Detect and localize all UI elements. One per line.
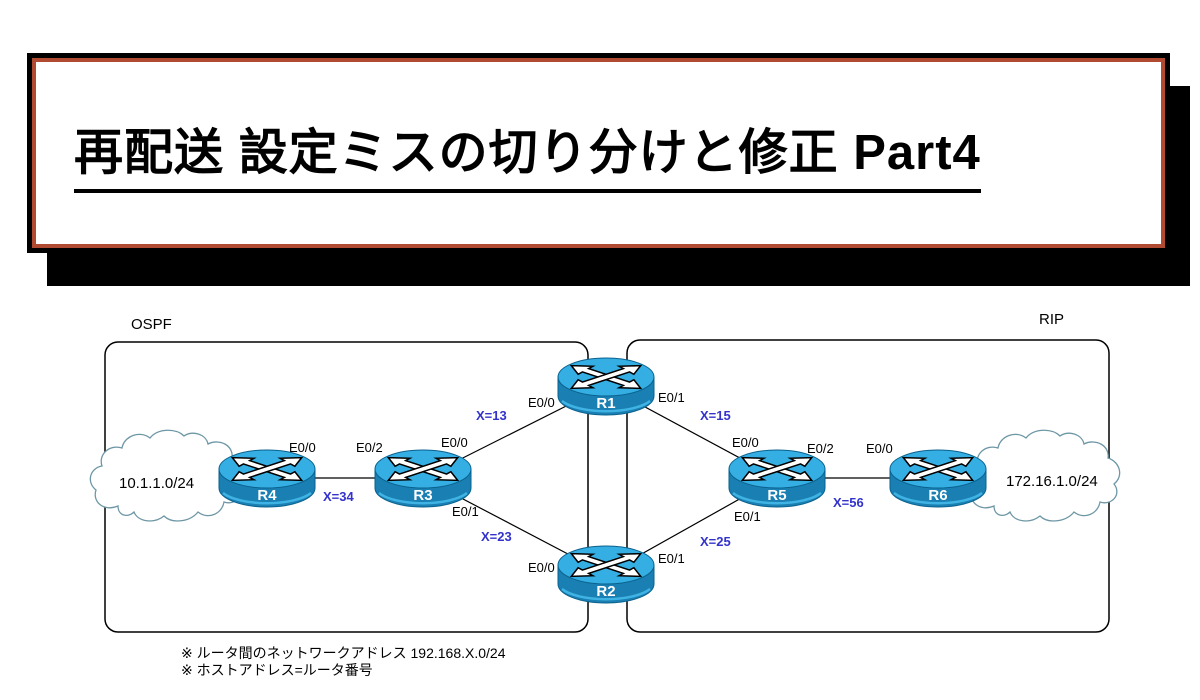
cloud-right-label: 172.16.1.0/24 <box>1006 473 1098 490</box>
rip-area-label: RIP <box>1039 311 1065 328</box>
footnote-network-address: ※ ルータ間のネットワークアドレス 192.168.X.0/24 <box>181 645 506 661</box>
if-label-r1-e01: E0/1 <box>658 390 685 405</box>
cost-label-x34: X=34 <box>323 489 354 504</box>
ospf-area-label: OSPF <box>131 316 172 333</box>
router-r1-label: R1 <box>596 395 615 412</box>
slide-title: 再配送 設定ミスの切り分けと修正 Part4 <box>74 113 981 193</box>
cloud-left-label: 10.1.1.0/24 <box>119 475 195 492</box>
if-label-r3-e00: E0/0 <box>441 435 468 450</box>
if-label-r3-e01: E0/1 <box>452 504 479 519</box>
if-label-r5-e00: E0/0 <box>732 435 759 450</box>
router-r2-label: R2 <box>596 583 615 600</box>
title-banner: 再配送 設定ミスの切り分けと修正 Part4 <box>27 53 1170 253</box>
if-label-r4-e00: E0/0 <box>289 440 316 455</box>
if-label-r2-e01: E0/1 <box>658 551 685 566</box>
cost-label-x15: X=15 <box>700 408 731 423</box>
router-r4-label: R4 <box>257 487 277 504</box>
router-r5-label: R5 <box>767 487 786 504</box>
cost-label-x56: X=56 <box>833 495 864 510</box>
cost-label-x13: X=13 <box>476 408 507 423</box>
title-banner-inner: 再配送 設定ミスの切り分けと修正 Part4 <box>32 58 1165 248</box>
router-r6-label: R6 <box>928 487 947 504</box>
if-label-r6-e00: E0/0 <box>866 441 893 456</box>
if-label-r3-e02: E0/2 <box>356 440 383 455</box>
if-label-r2-e00: E0/0 <box>528 560 555 575</box>
footnote-host-address: ※ ホストアドレス=ルータ番号 <box>181 662 373 678</box>
if-label-r5-e01: E0/1 <box>734 509 761 524</box>
if-label-r1-e00: E0/0 <box>528 395 555 410</box>
cost-label-x23: X=23 <box>481 529 512 544</box>
router-r3-label: R3 <box>413 487 432 504</box>
cost-label-x25: X=25 <box>700 534 731 549</box>
if-label-r5-e02: E0/2 <box>807 441 834 456</box>
